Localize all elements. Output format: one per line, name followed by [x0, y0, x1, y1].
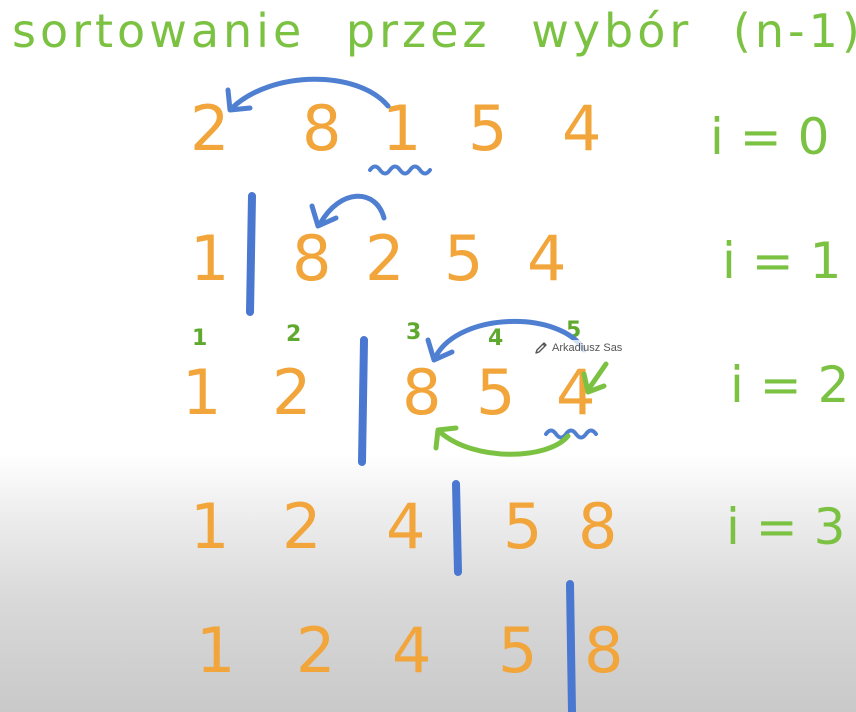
row0-swap-arrowhead — [225, 87, 253, 113]
row2-min-squiggle — [544, 428, 598, 440]
row2-index-label: i = 2 — [730, 356, 850, 414]
row0-value-4: 5 — [468, 92, 508, 165]
row2-position-5: 5 — [566, 318, 582, 343]
row3-index-label: i = 3 — [726, 498, 846, 556]
row2-green-arrow — [437, 429, 571, 457]
row2-value-4: 5 — [476, 356, 516, 429]
row1-value-3: 2 — [365, 222, 405, 295]
row1-index-label: i = 1 — [722, 232, 842, 290]
row4-value-1: 1 — [196, 614, 236, 687]
row1-swap-arrow — [317, 193, 387, 227]
row1-value-2: 8 — [292, 222, 332, 295]
row4-value-3: 4 — [392, 614, 432, 687]
row2-value-1: 1 — [182, 356, 222, 429]
row3-value-5: 8 — [578, 490, 618, 563]
pencil-icon — [534, 341, 548, 355]
divider-row1 — [246, 192, 256, 316]
row0-min-squiggle — [368, 164, 432, 176]
row2-value-2: 2 — [272, 356, 312, 429]
row1-value-1: 1 — [190, 222, 230, 295]
row2-position-4: 4 — [488, 326, 504, 351]
divider-row4 — [566, 580, 576, 712]
row2-position-1: 1 — [192, 326, 208, 351]
row2-value-3: 8 — [402, 356, 442, 429]
row2-position-2: 2 — [286, 322, 302, 347]
row4-value-5: 8 — [584, 614, 624, 687]
row3-value-4: 5 — [503, 490, 543, 563]
row4-value-4: 5 — [498, 614, 538, 687]
divider-row3 — [452, 480, 462, 576]
row1-value-4: 5 — [444, 222, 484, 295]
row0-index-label: i = 0 — [710, 108, 830, 166]
row3-value-1: 1 — [190, 490, 230, 563]
row0-value-1: 2 — [190, 92, 230, 165]
divider-row2 — [358, 336, 368, 466]
annotator-name: Arkadiusz Sas — [552, 342, 623, 354]
row1-value-5: 4 — [527, 222, 567, 295]
row0-value-2: 8 — [302, 92, 342, 165]
row0-value-3: 1 — [382, 92, 422, 165]
whiteboard-title: sortowanie przez wybór (n-1) — [12, 4, 856, 58]
row4-value-2: 2 — [296, 614, 336, 687]
row0-value-5: 4 — [562, 92, 602, 165]
row3-value-3: 4 — [386, 490, 426, 563]
annotator-tag: Arkadiusz Sas — [531, 340, 626, 356]
row2-green-arrowhead — [433, 425, 459, 451]
row3-value-2: 2 — [282, 490, 322, 563]
row2-value-5: 4 — [556, 356, 596, 429]
row2-position-3: 3 — [406, 320, 422, 345]
